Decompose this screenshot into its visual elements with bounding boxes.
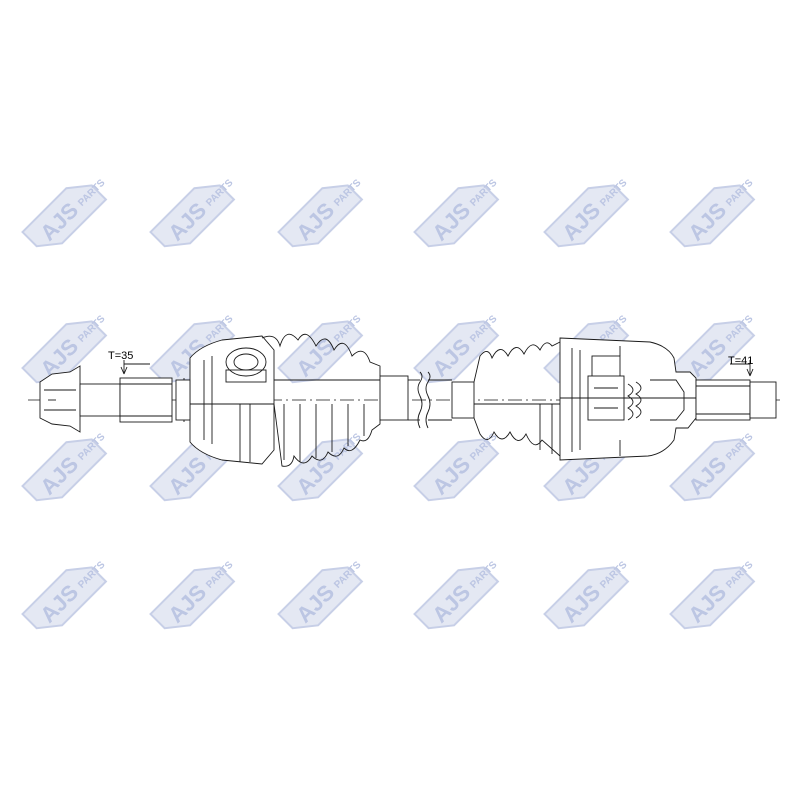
outer-boot (261, 333, 381, 467)
right-spline-dimension (730, 360, 754, 377)
left-spline-label: T=35 (108, 350, 133, 362)
outer-stub (39, 365, 173, 433)
outer-cv-joint (175, 335, 275, 465)
inner-stub (695, 379, 777, 421)
inner-tripod-housing (559, 337, 697, 461)
left-spline-dimension (120, 360, 150, 375)
drive-shaft (28, 333, 780, 467)
right-spline-label: T=41 (728, 355, 753, 367)
inner-boot (473, 341, 561, 457)
main-shaft (379, 371, 475, 429)
